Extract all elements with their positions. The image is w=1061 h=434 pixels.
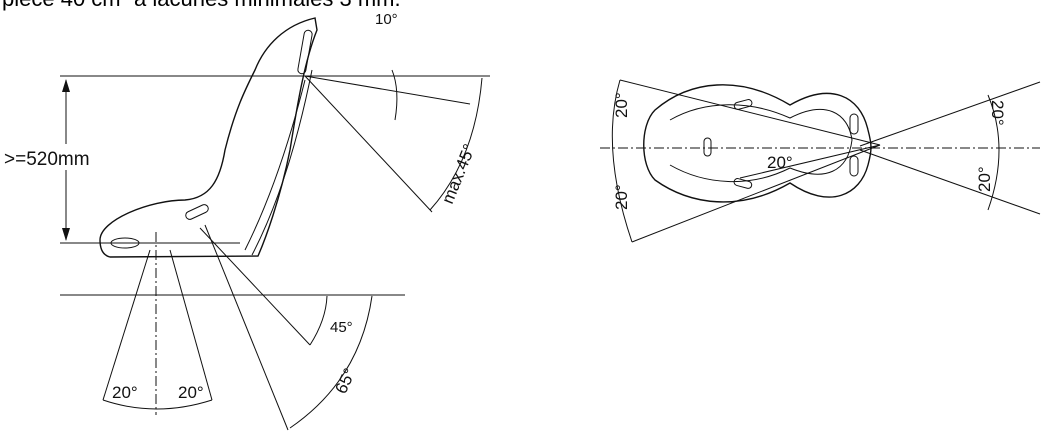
hip-angle-line bbox=[204, 224, 289, 431]
top-view: 20° 20° 20° 20° 20° bbox=[600, 79, 1041, 243]
shoulder-angle-line bbox=[199, 227, 311, 346]
seat-top-inner bbox=[669, 104, 853, 182]
right-top-angle-label: 20° bbox=[988, 100, 1007, 126]
caption-text: pièce 40 cm² à lacunes minimales 3 mm. bbox=[2, 0, 401, 12]
right-fan-arc bbox=[987, 94, 1000, 211]
lap-right-label: 20° bbox=[178, 383, 204, 402]
head-max-arc bbox=[429, 77, 483, 211]
shoulder-angle-arc bbox=[309, 295, 328, 346]
center-angle-line bbox=[739, 144, 881, 179]
shoulder-angle-label: 45° bbox=[330, 319, 353, 336]
height-arrow-top bbox=[62, 79, 70, 92]
head-angle-arc bbox=[391, 69, 398, 121]
top-slot-4 bbox=[849, 113, 859, 135]
top-slot-1 bbox=[733, 99, 753, 110]
lap-left-label: 20° bbox=[112, 383, 138, 402]
top-slot-3 bbox=[733, 178, 753, 189]
left-top-angle-label: 20° bbox=[612, 92, 631, 118]
right-fan-top-line bbox=[859, 81, 1041, 147]
height-arrow-bottom bbox=[62, 228, 70, 241]
seat-top-outline bbox=[643, 84, 872, 203]
left-bottom-angle-label: 20° bbox=[612, 184, 631, 210]
head-slot bbox=[297, 29, 313, 75]
height-label: >=520mm bbox=[4, 149, 90, 170]
left-fan-top-line bbox=[619, 79, 881, 146]
head-max-line bbox=[304, 75, 433, 213]
head-max-label: max.45° bbox=[438, 141, 479, 206]
seat-inner-line bbox=[244, 79, 306, 251]
hip-angle-label: 65° bbox=[331, 365, 359, 396]
left-fan-arc bbox=[611, 79, 633, 243]
side-view: >=520mm 10° max.45° 20° 20° 45° 65° bbox=[2, 11, 490, 431]
top-slot-5 bbox=[849, 155, 859, 177]
seat-outline bbox=[99, 17, 318, 258]
head-angle-label: 10° bbox=[375, 11, 398, 28]
height-label-bg bbox=[2, 144, 122, 170]
lap-right-line bbox=[169, 249, 213, 401]
center-angle-label: 20° bbox=[767, 153, 793, 172]
head-belt-line bbox=[304, 75, 471, 105]
top-slot-2 bbox=[703, 137, 712, 157]
hip-angle-arc bbox=[289, 295, 373, 429]
right-bottom-angle-label: 20° bbox=[975, 166, 994, 192]
seat-inner-line-2 bbox=[251, 69, 313, 256]
lap-left-line bbox=[102, 249, 151, 401]
lap-arc bbox=[102, 399, 213, 410]
left-fan-bottom-line bbox=[631, 144, 881, 243]
hip-slot bbox=[185, 204, 209, 220]
right-fan-bottom-line bbox=[859, 149, 1041, 215]
